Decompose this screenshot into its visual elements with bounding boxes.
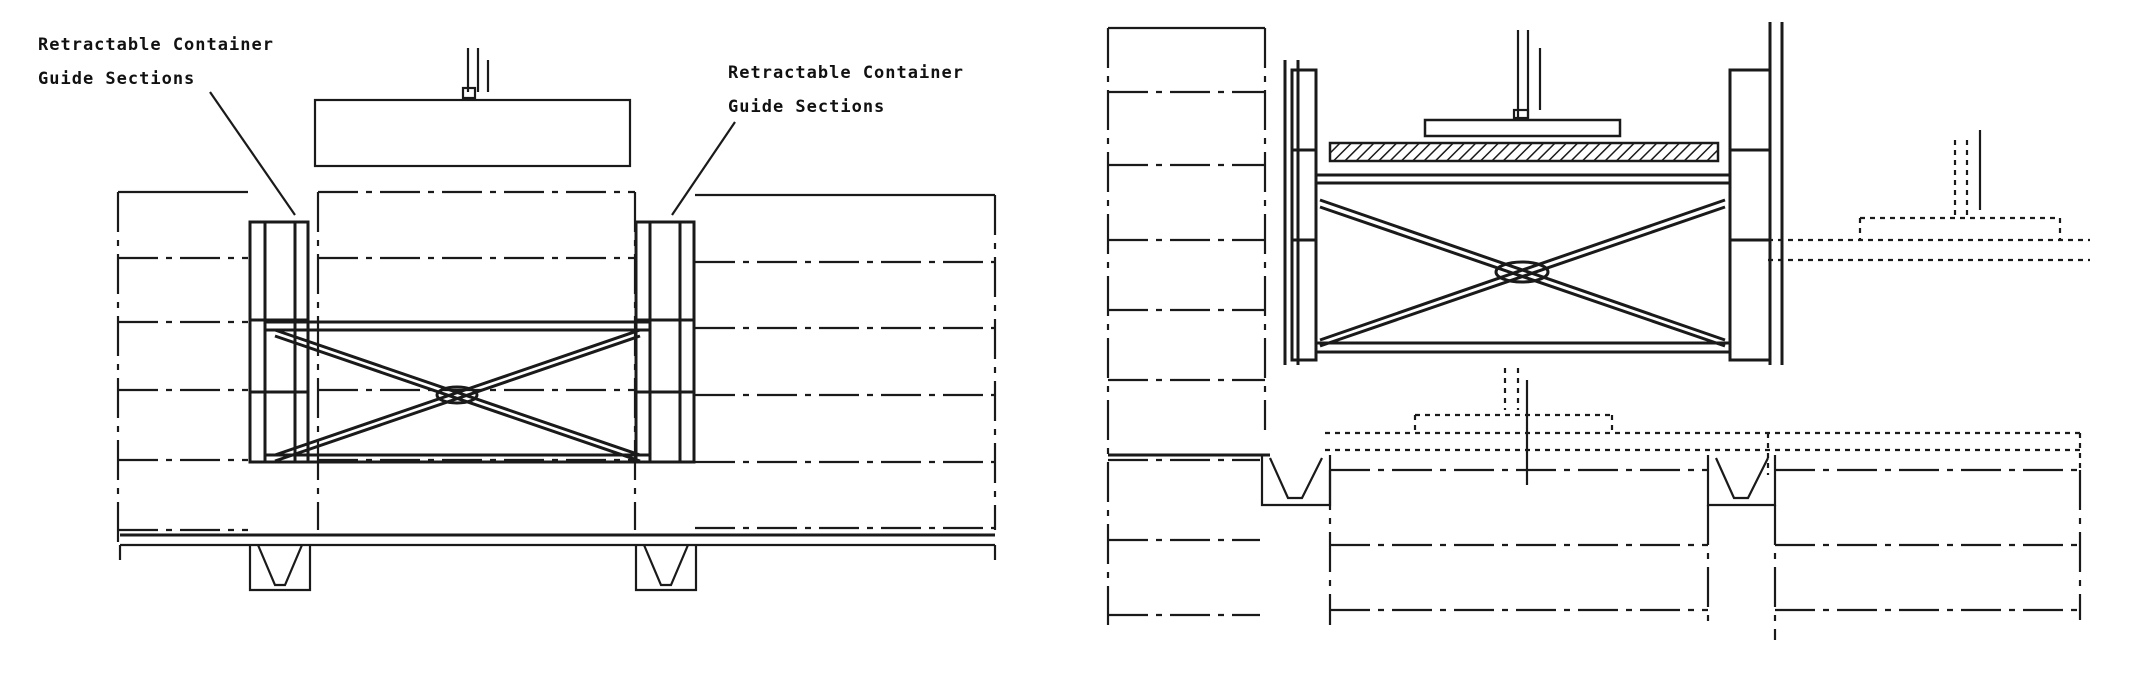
right-view-dotted-frame-b [1325,368,2082,475]
left-lifting-frame [265,320,650,464]
right-view-ground-cells [1108,453,2080,507]
callout-right-line2: Guide Sections [728,97,886,117]
left-spreader [313,48,632,168]
right-view-tall-stack [1106,26,1267,625]
right-spreader [1328,118,1720,163]
right-view-lower-stacks [1328,470,2082,640]
left-container-stack [116,190,248,550]
callout-left-line2: Guide Sections [38,69,196,89]
callout-left-line1: Retractable Container [38,35,274,55]
left-guide-section [248,220,310,464]
left-view [116,48,997,592]
right-frame-right-post [1728,22,1784,365]
right-lifting-frame [1316,173,1730,354]
right-cable [1512,30,1542,120]
left-ground-cells [118,533,997,592]
callout-right-leader [671,121,736,216]
callout-left-leader [209,91,296,216]
right-view-dotted-frame-a [1768,140,2090,262]
right-view [1106,22,2090,640]
right-guide-section [634,220,696,464]
right-container-stack [695,193,997,530]
callout-right-line1: Retractable Container [728,63,964,83]
right-frame-left-post [1283,60,1318,365]
